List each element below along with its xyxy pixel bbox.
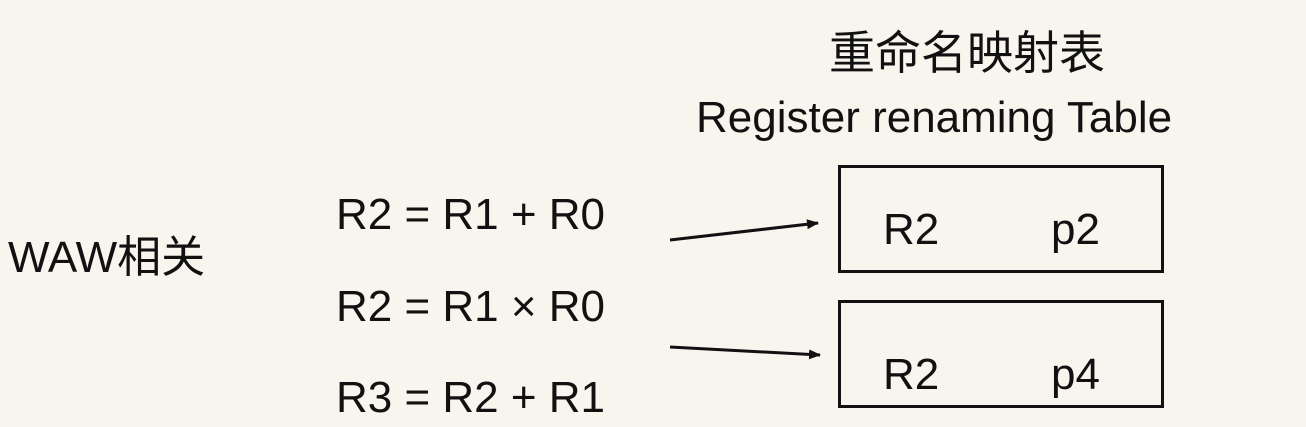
dependency-label: WAW相关 [8,233,206,282]
table-title-chinese: 重命名映射表 [829,26,1105,80]
table-title-english: Register renaming Table [696,93,1173,142]
physical-register: p2 [1051,205,1100,254]
architectural-register: R2 [883,350,940,399]
instruction-line: R2 = R1 × R0 [336,282,606,331]
architectural-register: R2 [883,205,940,254]
instruction-line: R3 = R2 + R1 [336,373,606,422]
rename-table-entry: R2 p2 [838,165,1164,273]
rename-table-entry: R2 p4 [838,300,1164,408]
arrow-to-entry-2 [669,345,821,360]
physical-register: p4 [1051,350,1100,399]
arrow-to-entry-1 [669,219,819,242]
instruction-line: R2 = R1 + R0 [336,190,606,239]
